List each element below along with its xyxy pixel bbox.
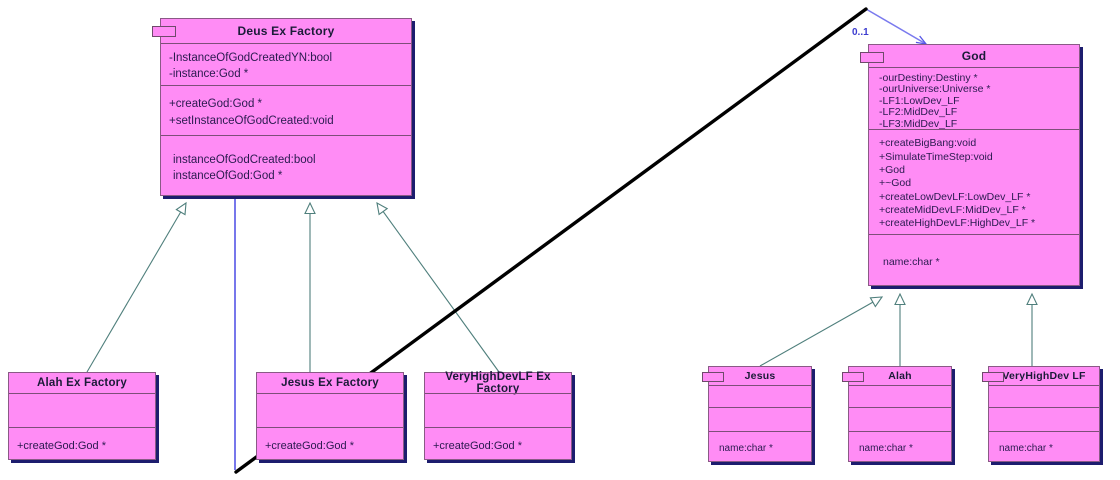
operations-compartment: +createGod:God * xyxy=(425,427,571,459)
attribute-row: -instance:God * xyxy=(169,68,249,80)
class-title: Alah Ex Factory xyxy=(37,377,127,389)
generalization-veryhighdevlfexfactory-to-deus xyxy=(376,201,500,373)
operations-compartment: +createGod:God * +setInstanceOfGodCreate… xyxy=(161,85,411,135)
class-god[interactable]: God -ourDestiny:Destiny * -ourUniverse:U… xyxy=(868,44,1080,286)
extra-row: name:char * xyxy=(883,256,940,269)
class-tab-ornament xyxy=(152,26,176,37)
association-deus-to-god xyxy=(234,8,926,470)
operations-compartment: +createGod:God * xyxy=(9,427,155,459)
operation-row: +createMidDevLF:MidDev_LF * xyxy=(879,203,1026,216)
extra-compartment: name:char * xyxy=(849,431,951,461)
class-alah-ex-factory[interactable]: Alah Ex Factory +createGod:God * xyxy=(8,372,156,460)
extra-row: instanceOfGodCreated:bool xyxy=(173,153,316,166)
class-veryhighdev-lf[interactable]: VeryHighDev LF name:char * xyxy=(988,366,1100,462)
class-jesus-ex-factory[interactable]: Jesus Ex Factory +createGod:God * xyxy=(256,372,404,460)
class-alah[interactable]: Alah name:char * xyxy=(848,366,952,462)
compartment-b xyxy=(849,407,951,431)
attribute-row: -LF1:LowDev_LF xyxy=(879,94,960,107)
class-title: Deus Ex Factory xyxy=(237,24,335,38)
compartment-a xyxy=(709,385,811,407)
operation-row: +createGod:God * xyxy=(433,439,522,452)
attributes-compartment: -ourDestiny:Destiny * -ourUniverse:Unive… xyxy=(869,67,1079,129)
operation-row: +createGod:God * xyxy=(265,439,354,452)
compartment-b xyxy=(989,407,1099,431)
class-title: Jesus Ex Factory xyxy=(281,377,379,389)
attributes-compartment xyxy=(425,393,571,427)
extra-row: name:char * xyxy=(719,442,773,454)
class-veryhighdevlf-ex-factory[interactable]: VeryHighDevLF Ex Factory +createGod:God … xyxy=(424,371,572,460)
class-tab-ornament xyxy=(842,372,864,382)
operation-row: +setInstanceOfGodCreated:void xyxy=(169,114,334,127)
extra-compartment: name:char * xyxy=(869,234,1079,285)
class-tab-ornament xyxy=(860,52,884,63)
operations-compartment: +createGod:God * xyxy=(257,427,403,459)
generalization-alahexfactory-to-deus xyxy=(86,201,187,373)
class-deus-ex-factory[interactable]: Deus Ex Factory -InstanceOfGodCreatedYN:… xyxy=(160,18,412,196)
class-title: VeryHighDev LF xyxy=(1002,370,1086,382)
attribute-row: -ourDestiny:Destiny * xyxy=(879,71,978,84)
extra-compartment: instanceOfGodCreated:bool instanceOfGod:… xyxy=(161,135,411,195)
operation-row: +SimulateTimeStep:void xyxy=(879,150,993,163)
class-jesus[interactable]: Jesus name:char * xyxy=(708,366,812,462)
operation-row: +~God xyxy=(879,177,912,190)
class-title: Jesus xyxy=(744,370,776,382)
operation-row: +God xyxy=(879,164,905,176)
attributes-compartment: -InstanceOfGodCreatedYN:bool -instance:G… xyxy=(161,43,411,85)
extra-row: name:char * xyxy=(999,442,1053,454)
compartment-a xyxy=(849,385,951,407)
class-title: VeryHighDevLF Ex Factory xyxy=(445,371,551,395)
extra-row: instanceOfGod:God * xyxy=(173,170,283,182)
multiplicity-label: 0..1 xyxy=(852,27,869,38)
extra-compartment: name:char * xyxy=(709,431,811,461)
class-title: Alah xyxy=(888,370,912,382)
attribute-row: -LF2:MidDev_LF xyxy=(879,106,958,118)
operation-row: +createGod:God * xyxy=(17,439,106,452)
class-tab-ornament xyxy=(982,372,1004,382)
compartment-a xyxy=(989,385,1099,407)
operation-row: +createLowDevLF:LowDev_LF * xyxy=(879,190,1031,203)
operations-compartment: +createBigBang:void +SimulateTimeStep:vo… xyxy=(869,129,1079,234)
attributes-compartment xyxy=(257,393,403,427)
operation-row: +createGod:God * xyxy=(169,98,263,111)
compartment-b xyxy=(709,407,811,431)
extra-row: name:char * xyxy=(859,442,913,454)
attribute-row: -InstanceOfGodCreatedYN:bool xyxy=(169,51,333,64)
class-title: God xyxy=(961,49,987,63)
extra-compartment: name:char * xyxy=(989,431,1099,461)
class-tab-ornament xyxy=(702,372,724,382)
generalization-jesus-to-god xyxy=(759,296,884,367)
attributes-compartment xyxy=(9,393,155,427)
attribute-row: -LF3:MidDev_LF xyxy=(879,117,958,130)
operation-row: +createHighDevLF:HighDev_LF * xyxy=(879,217,1036,230)
attribute-row: -ourUniverse:Universe * xyxy=(879,83,991,95)
operation-row: +createBigBang:void xyxy=(879,137,977,150)
